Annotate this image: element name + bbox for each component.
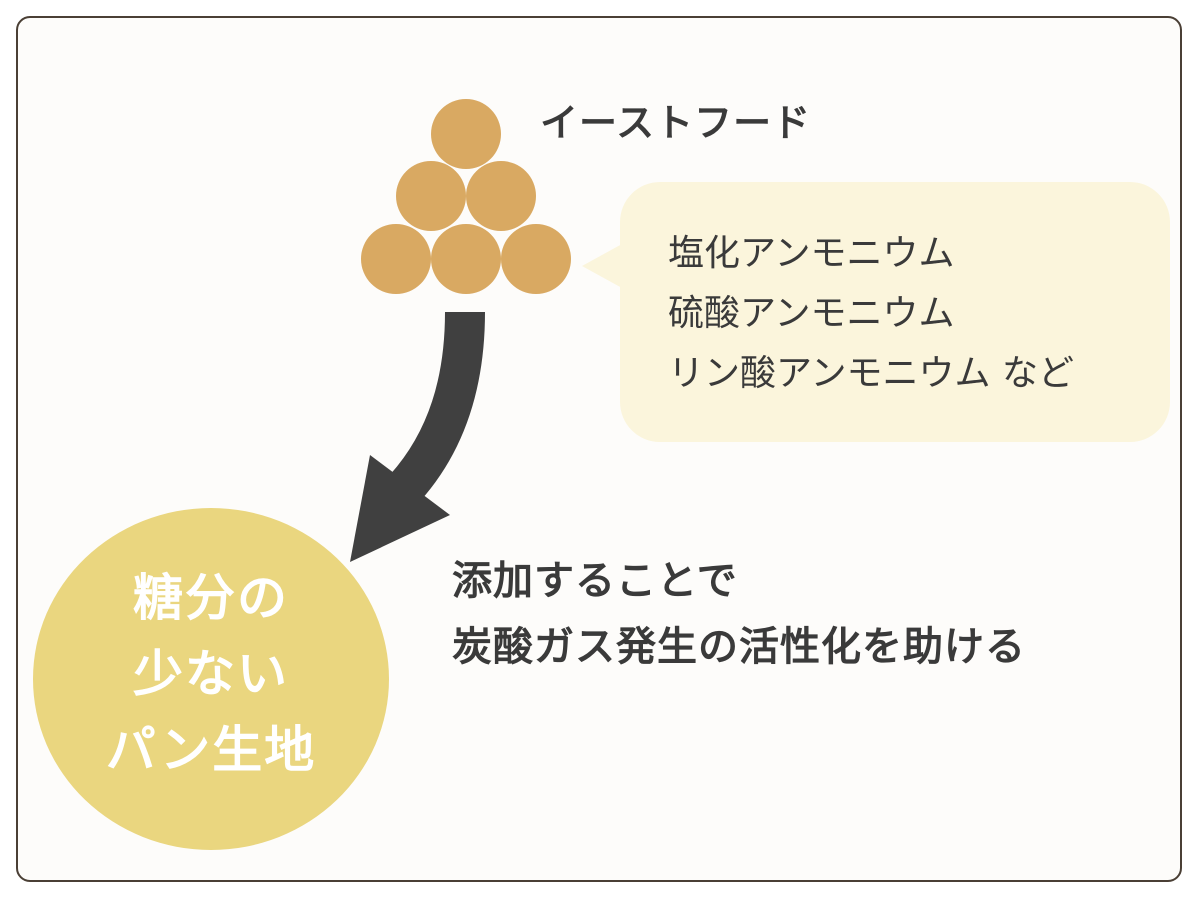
caption-line: 炭酸ガス発生の活性化を助ける bbox=[452, 624, 1026, 670]
yeast-granule bbox=[431, 224, 501, 294]
example-item: 塩化アンモニウム bbox=[668, 233, 955, 274]
yeast-granule-pyramid bbox=[361, 99, 571, 294]
yeast-granule bbox=[466, 161, 536, 231]
dough-label-line: 少ない bbox=[133, 645, 289, 703]
arrow-head bbox=[350, 455, 450, 562]
effect-caption: 添加することで 炭酸ガス発生の活性化を助ける bbox=[452, 548, 1026, 680]
curved-arrow bbox=[350, 311, 485, 562]
arrow-shaft bbox=[389, 311, 485, 502]
yeast-granule bbox=[361, 224, 431, 294]
dough-label-line: パン生地 bbox=[105, 721, 317, 779]
dough-label-line: 糖分の bbox=[133, 569, 289, 627]
yeast-granule bbox=[501, 224, 571, 294]
example-item: リン酸アンモニウム など bbox=[668, 353, 1075, 394]
yeast-food-examples: 塩化アンモニウム 硫酸アンモニウム リン酸アンモニウム など bbox=[668, 224, 1074, 404]
dough-circle bbox=[33, 508, 389, 850]
dough-label: 糖分の 少ない パン生地 bbox=[33, 560, 389, 788]
example-item: 硫酸アンモニウム bbox=[668, 293, 955, 334]
yeast-food-title: イーストフード bbox=[540, 101, 812, 145]
caption-line: 添加することで bbox=[452, 558, 738, 604]
speech-bubble-tail bbox=[582, 244, 622, 288]
yeast-granule bbox=[396, 161, 466, 231]
speech-bubble bbox=[620, 182, 1170, 442]
yeast-granule bbox=[431, 99, 501, 169]
